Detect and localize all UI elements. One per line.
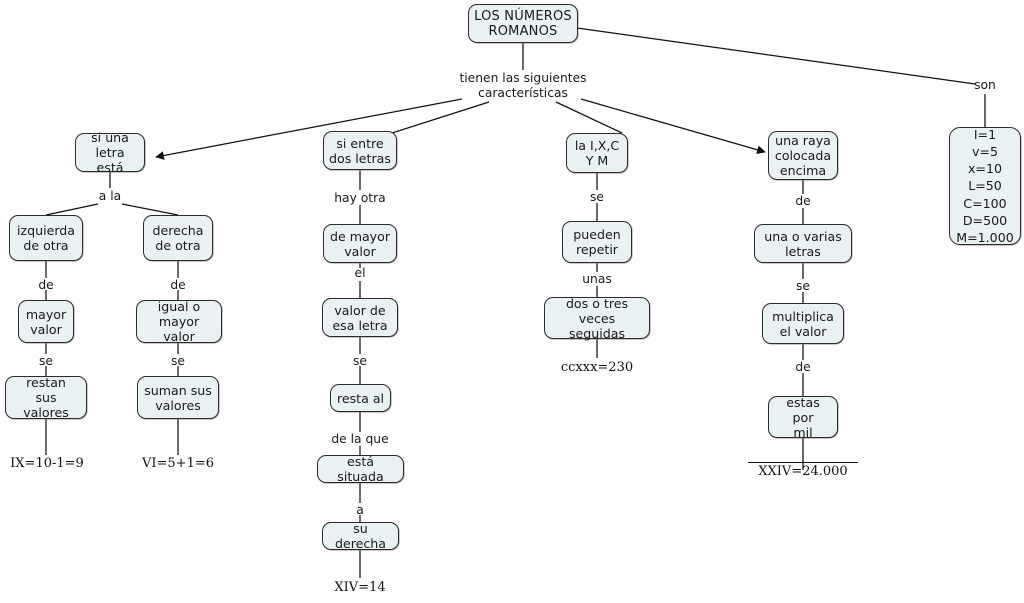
link-label-b1-left-se: se: [39, 354, 53, 368]
node-de-mayor-valor[interactable]: de mayor valor: [323, 224, 397, 263]
node-si-una-letra-esta[interactable]: si una letra está: [75, 130, 145, 175]
node-izquierda-de-otra[interactable]: izquierda de otra: [9, 215, 83, 261]
example-xiv: XIV=14: [334, 580, 386, 595]
link-label-b3-se: se: [590, 190, 604, 204]
edge-b1-ala-to-izquierda: [45, 203, 99, 216]
node-esta-situada[interactable]: está situada: [317, 454, 404, 484]
link-label-b2-el: el: [354, 266, 366, 280]
edge-characteristics-to-branch2: [391, 101, 490, 134]
link-label-b2-a: a: [356, 503, 364, 517]
link-label-b4-se: se: [796, 279, 810, 293]
link-label-son: son: [974, 78, 996, 92]
link-label-a-la: a la: [98, 189, 122, 203]
node-valor-de-esa-letra[interactable]: valor de esa letra: [322, 298, 398, 337]
link-label-b2-se: se: [353, 354, 367, 368]
node-mayor-valor[interactable]: mayor valor: [18, 300, 74, 343]
link-label-de-la-que: de la que: [331, 432, 389, 446]
node-si-entre-dos-letras[interactable]: si entre dos letras: [323, 131, 397, 170]
edge-b1-ala-to-derecha: [121, 203, 179, 216]
link-label-b1-right-de: de: [170, 278, 186, 292]
node-roman-values[interactable]: I=1 v=5 x=10 L=50 C=100 D=500 M=1.000: [949, 127, 1021, 245]
edge-root-to-son: [576, 27, 976, 85]
node-root[interactable]: LOS NÚMEROS ROMANOS: [468, 4, 578, 43]
link-label-characteristics: tienen las siguientes características: [459, 71, 587, 100]
edge-characteristics-to-branch3: [555, 101, 623, 134]
node-igual-o-mayor-valor[interactable]: igual o mayor valor: [136, 299, 222, 344]
node-restan-sus-valores[interactable]: restan sus valores: [5, 375, 87, 420]
link-label-b1-right-se: se: [171, 354, 185, 368]
node-dos-o-tres-veces[interactable]: dos o tres veces seguidas: [544, 296, 650, 341]
link-label-b1-left-de: de: [38, 278, 54, 292]
node-resta-al[interactable]: resta al: [330, 384, 391, 412]
node-una-o-varias-letras[interactable]: una o varias letras: [754, 224, 852, 263]
node-multiplica-el-valor[interactable]: multiplica el valor: [762, 303, 844, 344]
link-label-b4-de: de: [795, 194, 811, 208]
node-derecha-de-otra[interactable]: derecha de otra: [143, 215, 213, 261]
link-label-b4-de2: de: [795, 360, 811, 374]
example-xxiv: XXIV=24.000: [748, 462, 858, 479]
link-label-hay-otra: hay otra: [334, 191, 386, 205]
node-estas-por-mil[interactable]: estas por mil: [768, 395, 838, 440]
edge-characteristics-to-branch1: [155, 98, 463, 160]
node-una-raya-colocada-encima[interactable]: una raya colocada encima: [768, 131, 838, 180]
node-pueden-repetir[interactable]: pueden repetir: [562, 221, 632, 263]
node-suman-sus-valores[interactable]: suman sus valores: [137, 376, 219, 419]
example-ix: IX=10-1=9: [10, 456, 84, 471]
node-su-derecha[interactable]: su derecha: [322, 521, 399, 551]
link-label-unas: unas: [582, 272, 612, 286]
example-ccxxx: ccxxx=230: [560, 360, 634, 375]
node-la-ixc-y-m[interactable]: la I,X,C Y M: [566, 133, 628, 173]
example-vi: VI=5+1=6: [141, 456, 214, 471]
